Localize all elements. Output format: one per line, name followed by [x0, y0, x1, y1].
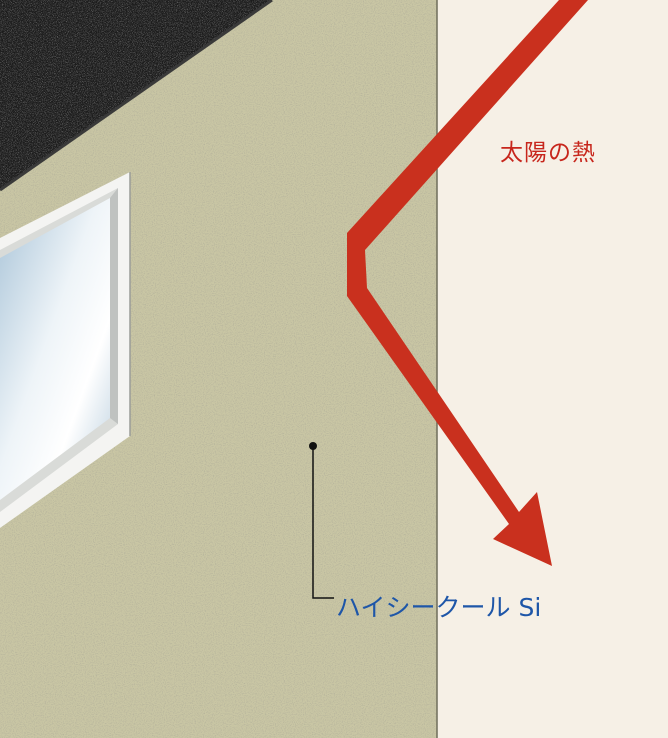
heat-label: 太陽の熱	[500, 140, 596, 166]
reflected-heat-arrow	[347, 0, 588, 566]
product-label: ハイシークール Si	[336, 593, 542, 622]
window	[0, 172, 131, 528]
roof-eave	[0, 0, 273, 192]
callout-leader	[309, 442, 334, 599]
